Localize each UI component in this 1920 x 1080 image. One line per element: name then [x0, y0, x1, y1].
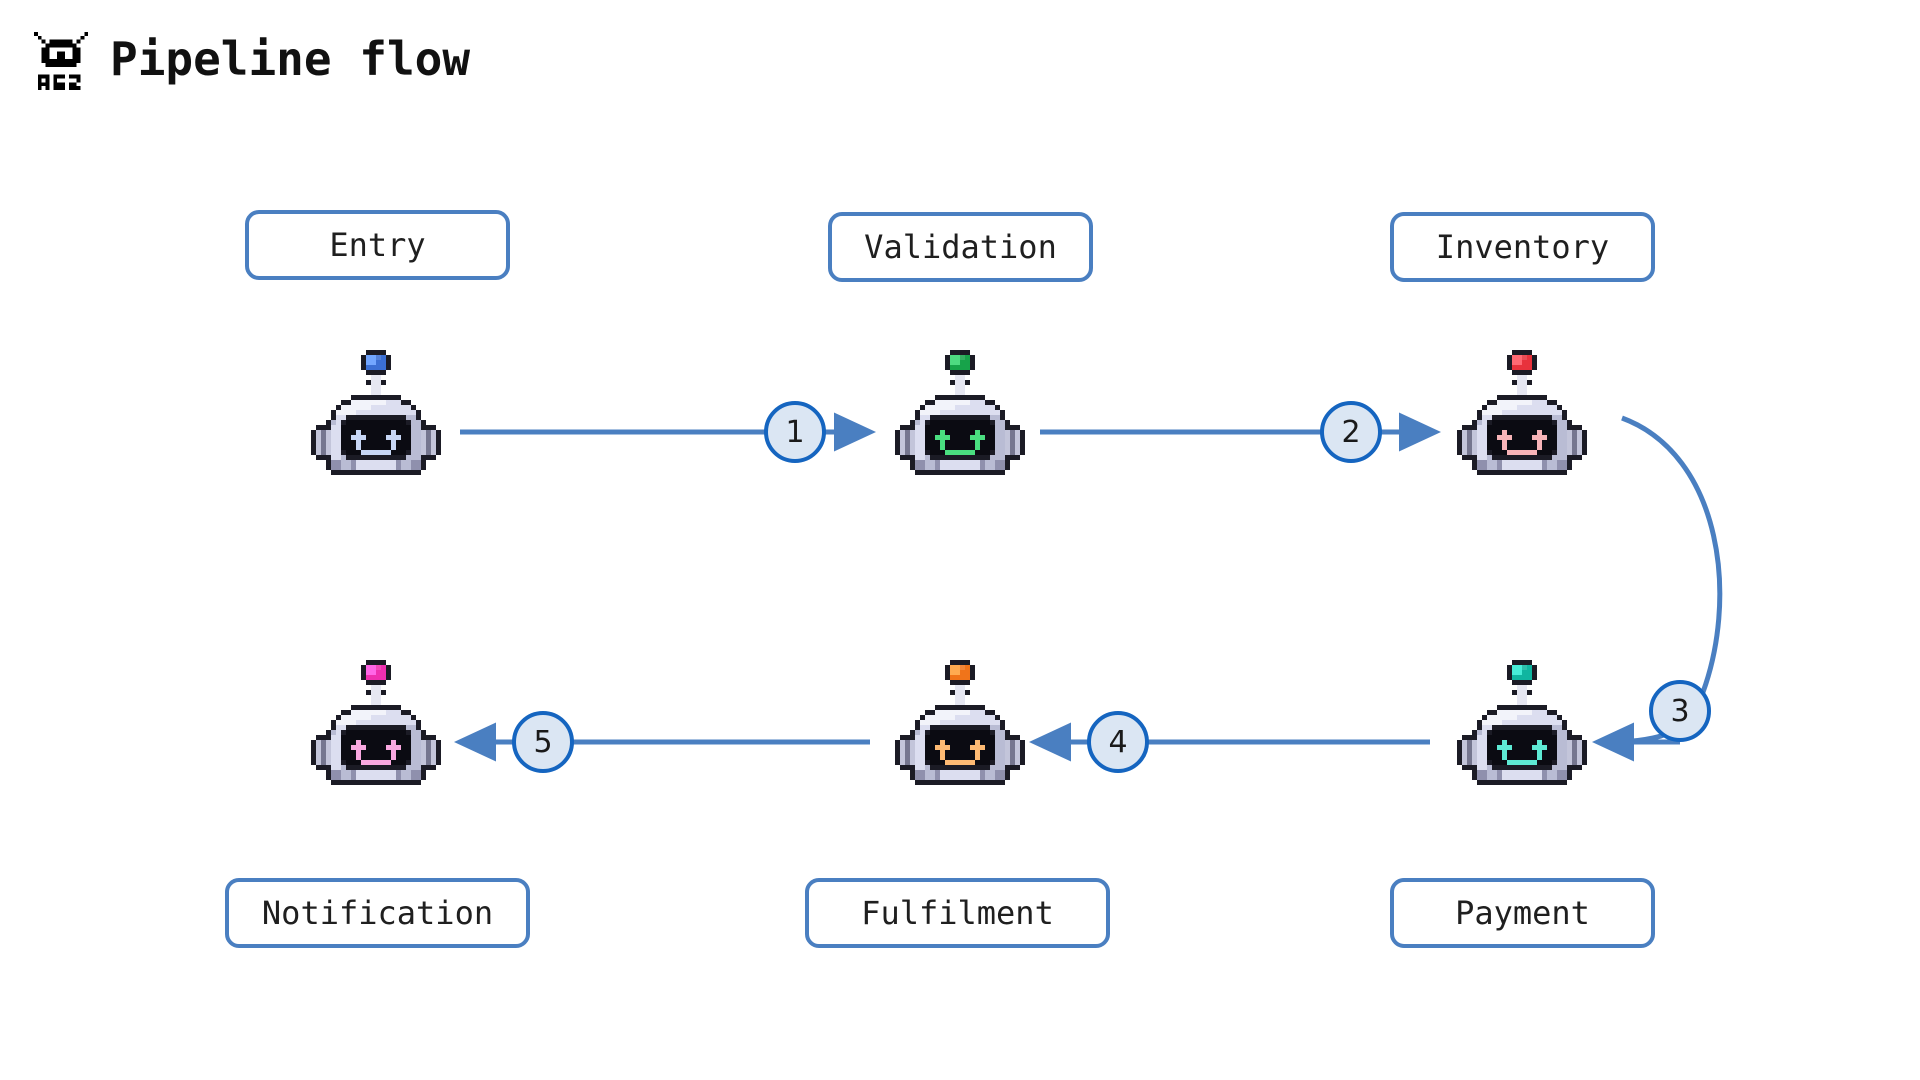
step-badge-4[interactable]: 4 — [1087, 711, 1149, 773]
node-label-validation-text: Validation — [864, 228, 1057, 266]
page-header: Pipeline flow — [30, 28, 470, 90]
step-badge-5-text: 5 — [533, 724, 553, 760]
node-label-entry[interactable]: Entry — [245, 210, 510, 280]
robot-avatar-inventory[interactable] — [1442, 345, 1602, 505]
step-badge-2-text: 2 — [1341, 414, 1361, 450]
robot-avatar-fulfilment[interactable] — [880, 655, 1040, 815]
robot-avatar-payment[interactable] — [1442, 655, 1602, 815]
node-label-fulfilment[interactable]: Fulfilment — [805, 878, 1110, 948]
robot-avatar-notification[interactable] — [296, 655, 456, 815]
step-badge-4-text: 4 — [1108, 724, 1128, 760]
node-label-inventory-text: Inventory — [1435, 228, 1610, 266]
node-label-validation[interactable]: Validation — [828, 212, 1093, 282]
page-title: Pipeline flow — [110, 32, 471, 86]
step-badge-3[interactable]: 3 — [1649, 680, 1711, 742]
node-label-payment[interactable]: Payment — [1390, 878, 1655, 948]
step-badge-1-text: 1 — [785, 414, 805, 450]
node-label-notification-text: Notification — [261, 894, 494, 932]
node-label-fulfilment-text: Fulfilment — [861, 894, 1054, 932]
step-badge-2[interactable]: 2 — [1320, 401, 1382, 463]
ag2-robot-logo-icon — [30, 28, 92, 90]
node-label-notification[interactable]: Notification — [225, 878, 530, 948]
node-label-inventory[interactable]: Inventory — [1390, 212, 1655, 282]
robot-avatar-validation[interactable] — [880, 345, 1040, 505]
step-badge-3-text: 3 — [1670, 693, 1690, 729]
node-label-entry-text: Entry — [329, 226, 426, 264]
step-badge-5[interactable]: 5 — [512, 711, 574, 773]
robot-avatar-entry[interactable] — [296, 345, 456, 505]
step-badge-1[interactable]: 1 — [764, 401, 826, 463]
node-label-payment-text: Payment — [1455, 894, 1590, 932]
